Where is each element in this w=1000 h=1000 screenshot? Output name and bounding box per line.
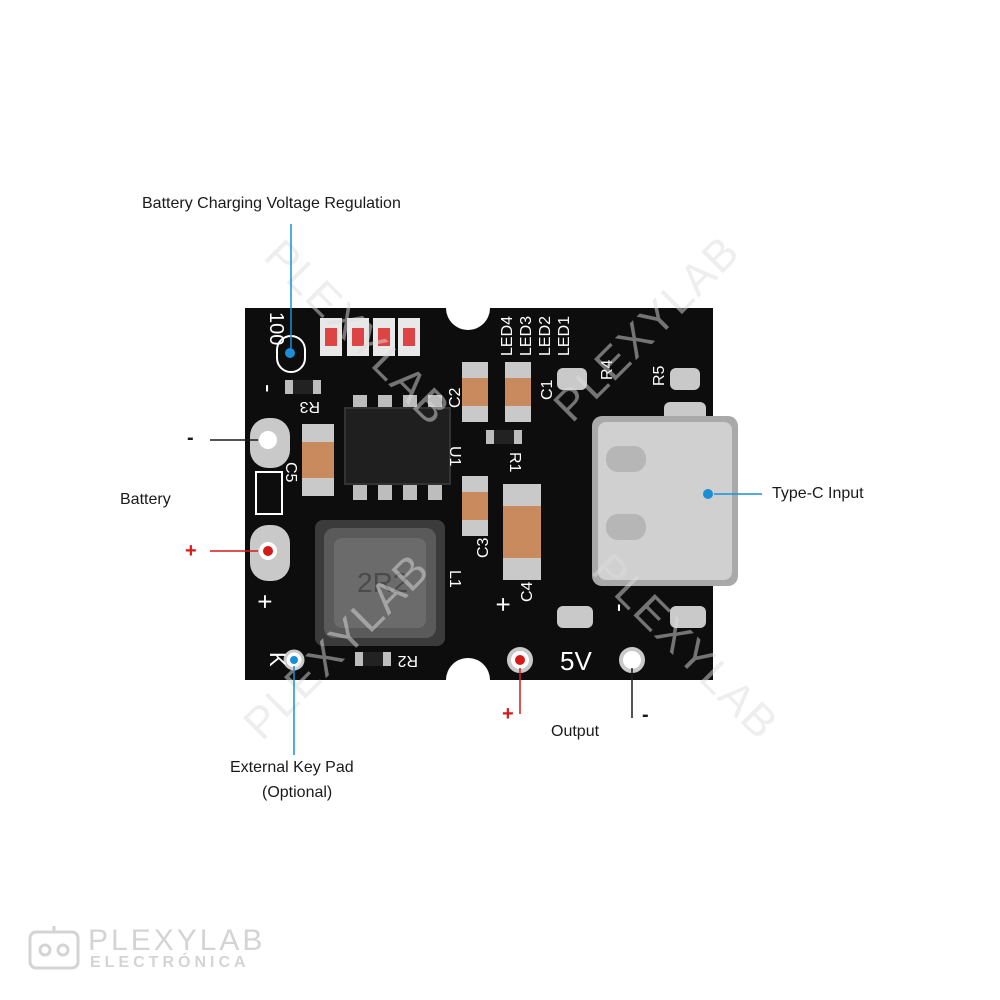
resistors: [285, 380, 522, 666]
output-label: Output: [551, 723, 600, 740]
regulation-label: Battery Charging Voltage Regulation: [142, 195, 401, 212]
battery-plus-sign: +: [185, 540, 197, 562]
silk-k: K: [265, 652, 290, 667]
silk-l1: L1: [446, 570, 463, 588]
output-minus-pad: [619, 647, 645, 673]
battery-minus-sign: -: [187, 427, 194, 449]
logo-text: PLEXYLAB: [88, 924, 266, 957]
silk-out-plus: +: [488, 597, 518, 612]
silk-led2: LED2: [537, 316, 554, 356]
silk-c2: C2: [447, 387, 464, 408]
inductor-l1: [315, 520, 445, 646]
battery-plus-marker: [263, 546, 273, 556]
silk-bat-plus: +: [250, 594, 280, 609]
silk-led1: LED1: [556, 316, 573, 356]
chip-u1: [344, 395, 451, 500]
silk-c1: C1: [539, 379, 556, 400]
led-array: [320, 318, 420, 356]
capacitors: [302, 362, 541, 580]
type-c-label: Type-C Input: [772, 485, 864, 502]
silk-regulation-marks: 100: [265, 312, 287, 345]
output-plus-marker: [515, 655, 525, 665]
type-c-connector: [557, 368, 738, 628]
silk-u1: U1: [446, 446, 463, 467]
silk-r1: R1: [506, 452, 523, 473]
silk-out-minus: -: [602, 603, 632, 612]
silk-c3: C3: [475, 537, 492, 558]
silk-r3: R3: [299, 398, 320, 415]
robot-icon: [28, 926, 80, 970]
key-pad-marker: [290, 656, 298, 664]
plexylab-logo: PLEXYLAB ELECTRÓNICA: [26, 922, 262, 978]
battery-label: Battery: [120, 491, 171, 508]
silk-c4: C4: [519, 581, 536, 602]
inductor-label: 2R2: [357, 567, 408, 598]
diode: [255, 471, 283, 515]
silk-led3: LED3: [518, 316, 535, 356]
silk-5v: 5V: [560, 646, 592, 676]
output-minus-sign: -: [642, 704, 649, 726]
silk-bat-minus: -: [254, 384, 284, 393]
silk-led4: LED4: [499, 316, 516, 356]
logo-subtext: ELECTRÓNICA: [90, 954, 250, 971]
silk-r2: R2: [397, 652, 418, 669]
regulation-marker: [285, 348, 295, 358]
silk-c5: C5: [282, 462, 299, 483]
key-pad-label: External Key Pad: [230, 759, 354, 776]
output-plus-sign: +: [502, 703, 514, 725]
silk-r5: R5: [651, 365, 668, 386]
silk-r4: R4: [599, 359, 616, 380]
key-pad-sublabel: (Optional): [262, 784, 333, 801]
